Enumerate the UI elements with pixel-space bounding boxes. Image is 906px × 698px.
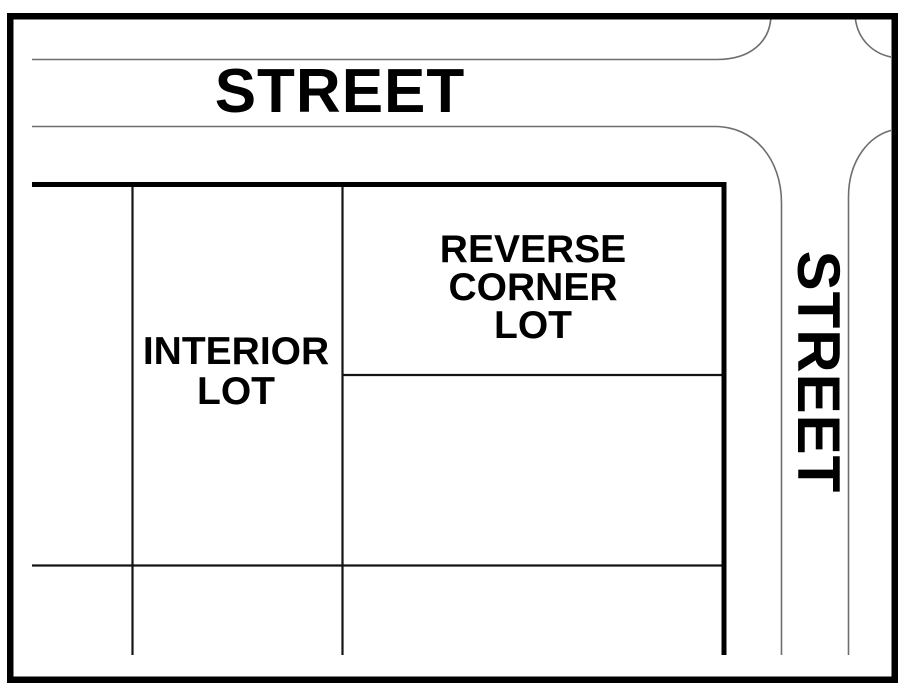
street-top-lower-edge <box>32 125 783 655</box>
reverse-corner-lot-label: REVERSE CORNER LOT <box>439 228 627 347</box>
street-top-label: STREET <box>214 57 466 126</box>
street-lines <box>32 19 891 655</box>
street-right-label: STREET <box>785 250 852 494</box>
street-right-outer-edge <box>847 129 891 655</box>
lot-division-lines <box>32 184 723 655</box>
street-right-upper-fillet <box>854 19 891 58</box>
lot-boundary-thick <box>32 182 727 655</box>
street-top-upper-edge <box>32 19 772 61</box>
diagram-frame <box>7 13 898 683</box>
interior-lot-label: INTERIOR LOT <box>142 330 330 413</box>
